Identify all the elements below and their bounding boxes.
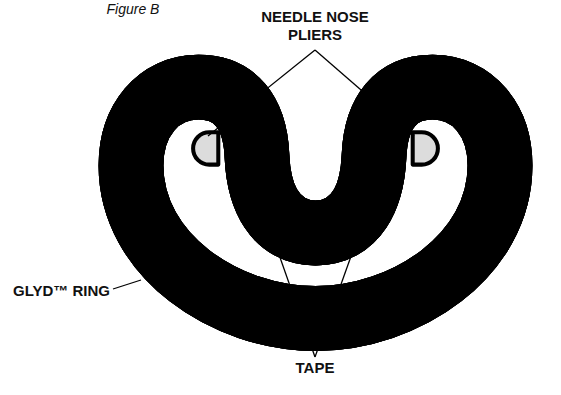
leader-line bbox=[257, 192, 315, 357]
tape-band bbox=[131, 87, 500, 318]
leader-line bbox=[208, 50, 315, 136]
part-name: GLYD™ RING bbox=[13, 282, 110, 300]
leader-line bbox=[113, 280, 141, 289]
tape-outline bbox=[131, 87, 500, 318]
part-name: TAPE bbox=[296, 359, 335, 377]
leader-line bbox=[315, 192, 374, 357]
part-name: NEEDLE NOSE PLIERS bbox=[260, 8, 370, 44]
leader-line bbox=[315, 50, 414, 136]
leader-lines bbox=[113, 50, 414, 357]
figure-title: Figure B bbox=[107, 0, 160, 18]
plier-tip bbox=[193, 132, 218, 164]
plier-tip bbox=[413, 132, 438, 164]
ring-outline bbox=[131, 87, 500, 318]
ring-body bbox=[131, 87, 500, 318]
glyd-ring bbox=[131, 87, 500, 318]
